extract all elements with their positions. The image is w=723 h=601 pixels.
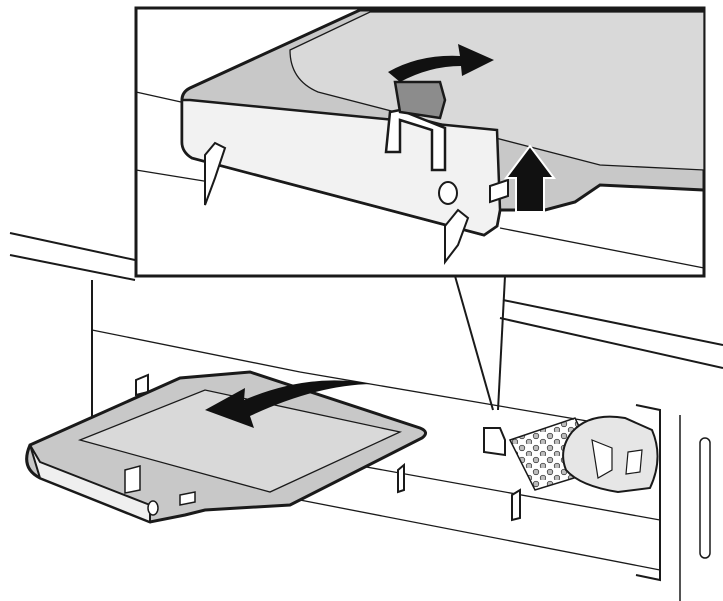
push-up-arrow xyxy=(504,144,556,213)
cavity-back-edge xyxy=(91,329,301,373)
release-tab-frame xyxy=(384,108,447,172)
inset-screw-hole xyxy=(438,181,458,205)
appliance-cavity xyxy=(9,232,723,601)
light-bulb xyxy=(562,415,659,494)
release-tab xyxy=(393,80,447,120)
body-edge-top-left xyxy=(9,232,136,261)
inset-side-tab xyxy=(489,178,509,204)
zoom-callout-lines xyxy=(454,275,506,411)
body-edge-lower-left xyxy=(9,254,136,281)
latch-tab xyxy=(483,427,506,457)
inset-clip-left xyxy=(204,141,227,206)
housing-right-side xyxy=(635,404,661,582)
remove-arrow xyxy=(205,380,372,428)
body-edge-top-right xyxy=(502,299,723,346)
clip-right xyxy=(511,488,521,522)
lift-arrow xyxy=(388,44,494,82)
cover-screw-hole xyxy=(147,500,159,516)
body-edge-right xyxy=(499,317,723,369)
bulb-cover-plate xyxy=(25,370,427,524)
inset-cover-inner xyxy=(289,11,705,171)
cavity-front-edge xyxy=(299,499,661,571)
zoom-inset xyxy=(134,6,706,278)
cover-hook xyxy=(124,465,141,494)
clip-left xyxy=(397,462,405,494)
inset-clip-right xyxy=(444,208,470,265)
cover-side-tab xyxy=(179,491,196,506)
door-handle-slot xyxy=(699,437,711,559)
cover-inner-panel xyxy=(77,389,403,493)
bulb-housing xyxy=(508,415,659,494)
